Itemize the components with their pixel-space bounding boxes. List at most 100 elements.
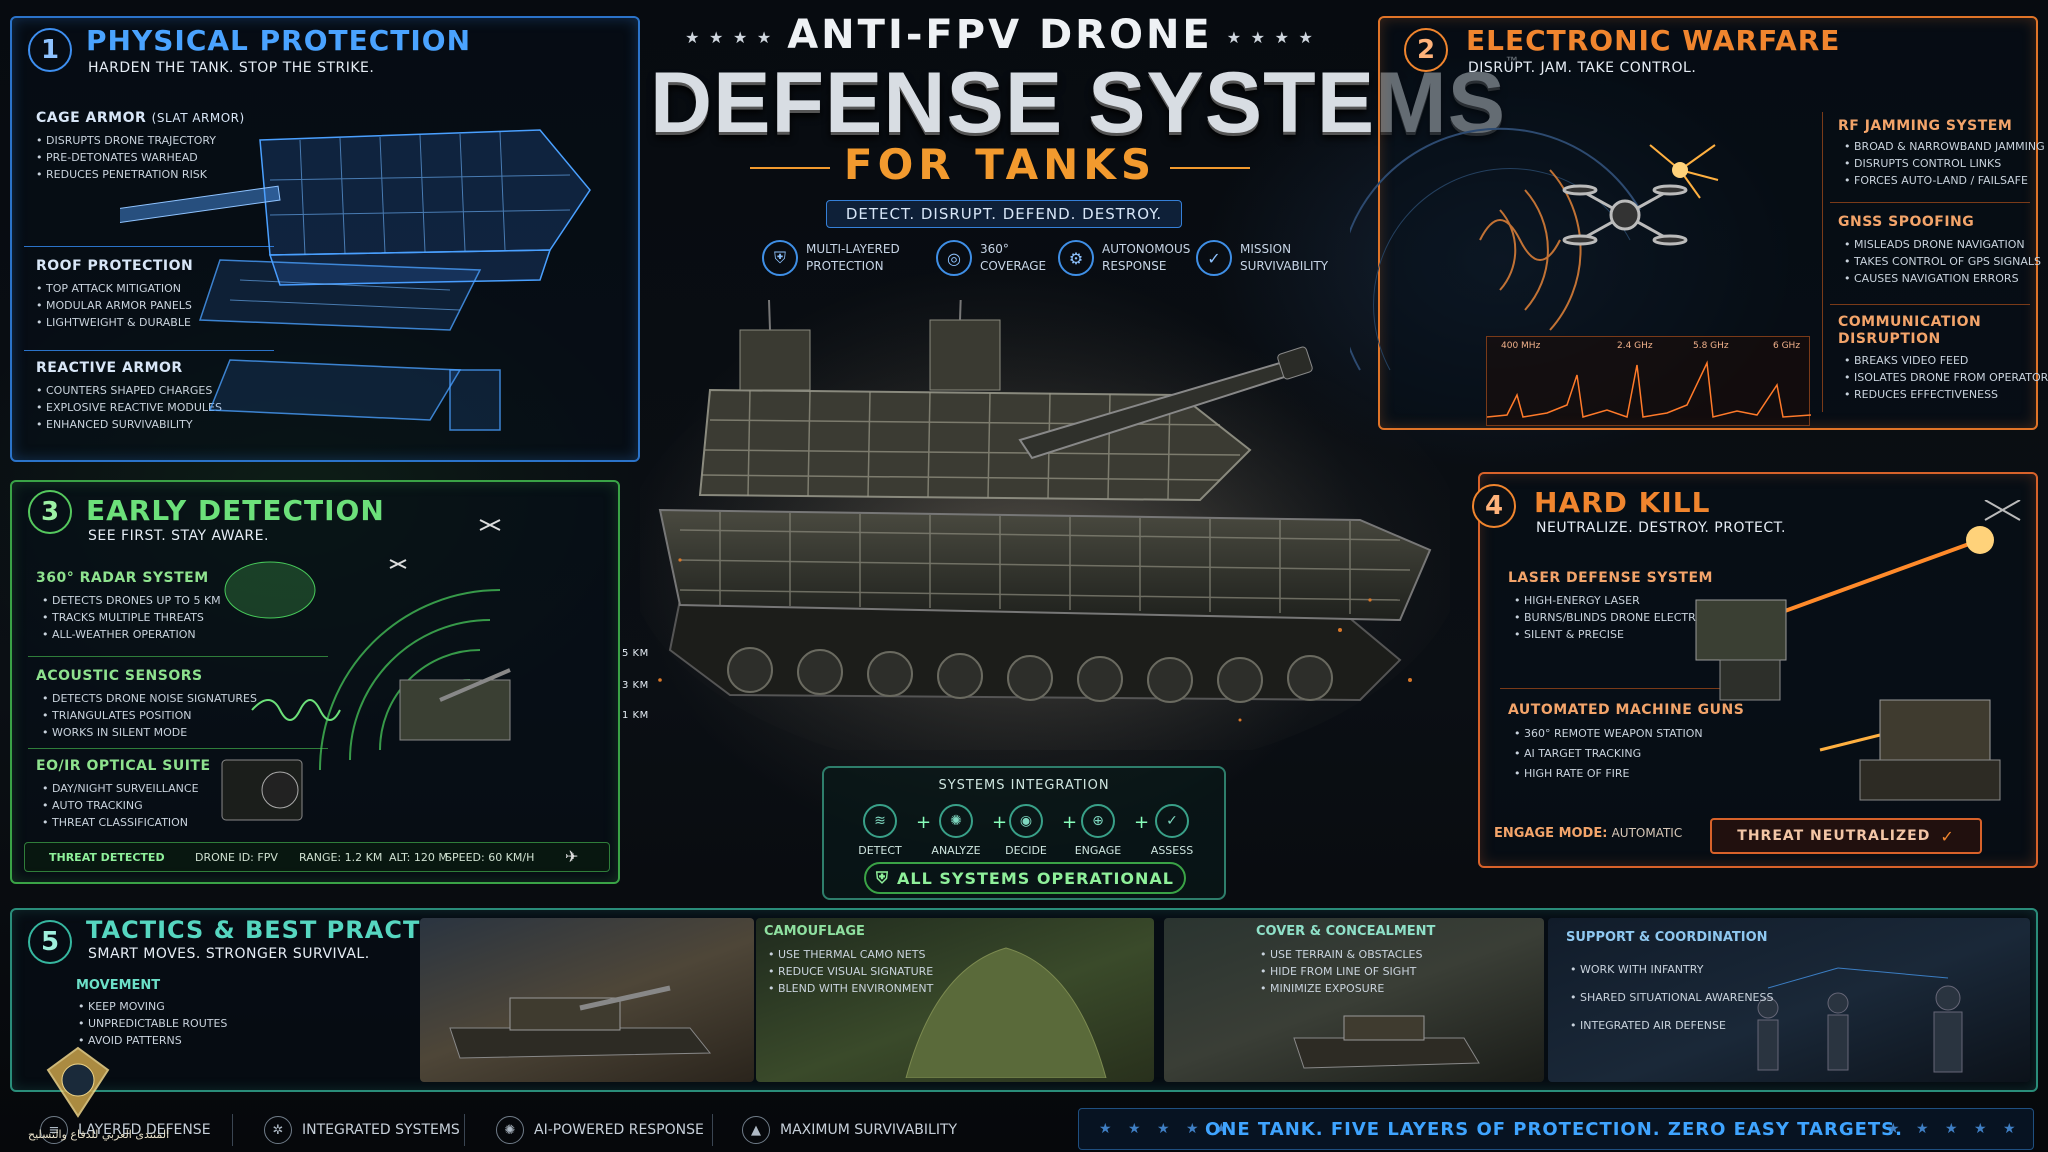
machine-guns-title: AUTOMATED MACHINE GUNS	[1508, 702, 1745, 718]
check-icon: ✓	[1155, 804, 1189, 838]
tactics-subtitle: SMART MOVES. STRONGER SURVIVAL.	[88, 946, 370, 962]
section-number-4: 4	[1472, 484, 1516, 528]
main-title: DEFENSE SYSTEMS™	[650, 54, 1518, 153]
acoustic-sensors-list: DETECTS DRONE NOISE SIGNATURESTRIANGULAT…	[42, 690, 257, 741]
cover-concealment-list: USE TERRAIN & OBSTACLESHIDE FROM LINE OF…	[1260, 946, 1423, 997]
laser-defense-list: HIGH-ENERGY LASERBURNS/BLINDS DRONE ELEC…	[1514, 592, 1731, 643]
logo-emblem-icon	[46, 1046, 110, 1118]
slogan-bar: ★ ★ ★ ★ ★ ONE TANK. FIVE LAYERS OF PROTE…	[1078, 1108, 2034, 1150]
gnss-spoofing-list: MISLEADS DRONE NAVIGATIONTAKES CONTROL O…	[1844, 236, 2041, 287]
shield-check-icon: ✓	[1196, 240, 1232, 276]
step-assess: ✓ASSESS	[1142, 804, 1202, 857]
support-coordination-list: WORK WITH INFANTRYSHARED SITUATIONAL AWA…	[1570, 956, 1773, 1040]
warning-icon: ▲	[742, 1116, 770, 1144]
section-number-1: 1	[28, 28, 72, 72]
drone-icon	[1562, 184, 1688, 246]
physical-title: PHYSICAL PROTECTION	[86, 24, 472, 57]
feature-multi-layered: ⛨ MULTI-LAYERED PROTECTION	[762, 238, 900, 278]
spark-burst	[1649, 144, 1719, 199]
camouflage-card: CAMOUFLAGE USE THERMAL CAMO NETSREDUCE V…	[756, 918, 1154, 1082]
support-coordination-card: SUPPORT & COORDINATION WORK WITH INFANTR…	[1548, 918, 2030, 1082]
tactics-title: TACTICS & BEST PRACTICES	[86, 916, 485, 944]
gnss-spoofing-title: GNSS SPOOFING	[1838, 214, 1975, 230]
movement-title: MOVEMENT	[76, 978, 161, 993]
tank-illustration	[640, 300, 1450, 750]
camouflage-title: CAMOUFLAGE	[764, 924, 865, 939]
stars-left: ★ ★ ★ ★ ★	[1099, 1121, 1234, 1137]
speed-readout: SPEED: 60 KM/H	[445, 851, 535, 864]
acoustic-sensors-title: ACOUSTIC SENSORS	[36, 668, 203, 684]
shield-check-icon: ✓	[1940, 826, 1955, 846]
engage-bar: ENGAGE MODE: AUTOMATIC THREAT NEUTRALIZE…	[1494, 818, 2014, 854]
systems-integration-title: SYSTEMS INTEGRATION	[938, 778, 1110, 793]
frequency-spectrum: 400 MHz 2.4 GHz 5.8 GHz 6 GHz	[1486, 336, 1811, 426]
footer-ai-response: ✺AI-POWERED RESPONSE	[496, 1116, 704, 1144]
logo-text: المنتدى العربي للدفاع والتسليح	[28, 1128, 170, 1141]
gear-icon: ⚙	[1058, 240, 1094, 276]
electronic-title: ELECTRONIC WARFARE	[1466, 24, 1841, 57]
threat-neutralized-button[interactable]: THREAT NEUTRALIZED ✓	[1710, 818, 1982, 854]
range-readout: RANGE: 1.2 KM	[299, 851, 383, 864]
drone-icon: ✈	[565, 847, 579, 866]
camo-net	[905, 947, 1107, 1078]
cover-concealment-title: COVER & CONCEALMENT	[1256, 924, 1436, 939]
footer-layered-defense: ≡LAYERED DEFENSE	[40, 1116, 211, 1144]
camouflage-list: USE THERMAL CAMO NETSREDUCE VISUAL SIGNA…	[768, 946, 933, 997]
slogan: ONE TANK. FIVE LAYERS OF PROTECTION. ZER…	[1205, 1119, 1903, 1140]
radar-graphic	[221, 519, 511, 821]
engage-mode-label: ENGAGE MODE:	[1494, 826, 1608, 841]
roof-protection-list: TOP ATTACK MITIGATIONMODULAR ARMOR PANEL…	[36, 280, 192, 331]
target-icon: ◉	[1009, 804, 1043, 838]
radar-system-list: DETECTS DRONES UP TO 5 KMTRACKS MULTIPLE…	[42, 592, 221, 643]
footer-integrated-systems: ✲INTEGRATED SYSTEMS	[264, 1116, 460, 1144]
crosshair-icon: ⊕	[1081, 804, 1115, 838]
range-3km: 3 KM	[622, 680, 649, 691]
spectrum-trace	[1487, 360, 1811, 418]
all-systems-operational: ⛨ALL SYSTEMS OPERATIONAL	[864, 862, 1186, 894]
tank-silhouette	[449, 985, 712, 1059]
machine-guns-list: 360° REMOTE WEAPON STATIONAI TARGET TRAC…	[1514, 724, 1703, 784]
tank-silhouette	[1293, 1015, 1480, 1069]
layers-icon: ≡	[40, 1116, 68, 1144]
feature-coverage: ◎ 360° COVERAGE	[936, 238, 1046, 278]
stars-left: ★ ★ ★ ★	[685, 27, 774, 47]
range-5km: 5 KM	[622, 648, 649, 659]
eo-ir-suite-title: EO/IR OPTICAL SUITE	[36, 758, 211, 774]
step-decide: ◉DECIDE	[996, 804, 1056, 857]
communication-disruption-title: COMMUNICATION DISRUPTION	[1838, 314, 1982, 347]
laser-defense-title: LASER DEFENSE SYSTEM	[1508, 570, 1713, 586]
stars-right: ★ ★ ★ ★	[1226, 27, 1315, 47]
movement-scene	[420, 918, 754, 1082]
cover-concealment-card: COVER & CONCEALMENT USE TERRAIN & OBSTAC…	[1164, 918, 1544, 1082]
step-analyze: ✺ANALYZE	[926, 804, 986, 857]
support-coordination-title: SUPPORT & COORDINATION	[1566, 930, 1768, 945]
movement-list: KEEP MOVINGUNPREDICTABLE ROUTESAVOID PAT…	[78, 998, 227, 1049]
cage-armor-title: CAGE ARMOR (SLAT ARMOR)	[36, 110, 245, 126]
threat-status-bar: THREAT DETECTED DRONE ID: FPV RANGE: 1.2…	[24, 842, 610, 872]
detection-title: EARLY DETECTION	[86, 494, 385, 527]
detection-subtitle: SEE FIRST. STAY AWARE.	[88, 528, 269, 544]
tagline: DETECT. DISRUPT. DEFEND. DESTROY.	[826, 200, 1182, 228]
hardkill-subtitle: NEUTRALIZE. DESTROY. PROTECT.	[1536, 520, 1786, 536]
communication-disruption-list: BREAKS VIDEO FEEDISOLATES DRONE FROM OPE…	[1844, 352, 2048, 403]
engage-mode-value: AUTOMATIC	[1611, 826, 1683, 840]
section-number-2: 2	[1404, 28, 1448, 72]
roof-protection-title: ROOF PROTECTION	[36, 258, 194, 274]
section-number-5: 5	[28, 920, 72, 964]
section-number-3: 3	[28, 490, 72, 534]
shield-icon: ⛨	[762, 240, 798, 276]
network-icon: ✲	[264, 1116, 292, 1144]
feature-survivability: ✓ MISSION SURVIVABILITY	[1196, 238, 1328, 278]
shield-check-icon: ⛨	[875, 868, 889, 887]
range-1km: 1 KM	[622, 710, 649, 721]
title-line-3: FOR TANKS	[650, 140, 1350, 189]
physical-subtitle: HARDEN THE TANK. STOP THE STRIKE.	[88, 60, 375, 76]
reactive-armor-title: REACTIVE ARMOR	[36, 360, 183, 376]
eo-ir-suite-list: DAY/NIGHT SURVEILLANCEAUTO TRACKINGTHREA…	[42, 780, 199, 831]
stars-right: ★ ★ ★ ★ ★	[1887, 1121, 2022, 1137]
drone-id: DRONE ID: FPV	[195, 851, 278, 864]
electronic-subtitle: DISRUPT. JAM. TAKE CONTROL.	[1468, 60, 1697, 76]
ai-icon: ✺	[496, 1116, 524, 1144]
title-line-1: ★ ★ ★ ★ANTI-FPV DRONE★ ★ ★ ★	[685, 12, 1315, 58]
hardkill-title: HARD KILL	[1534, 486, 1711, 519]
